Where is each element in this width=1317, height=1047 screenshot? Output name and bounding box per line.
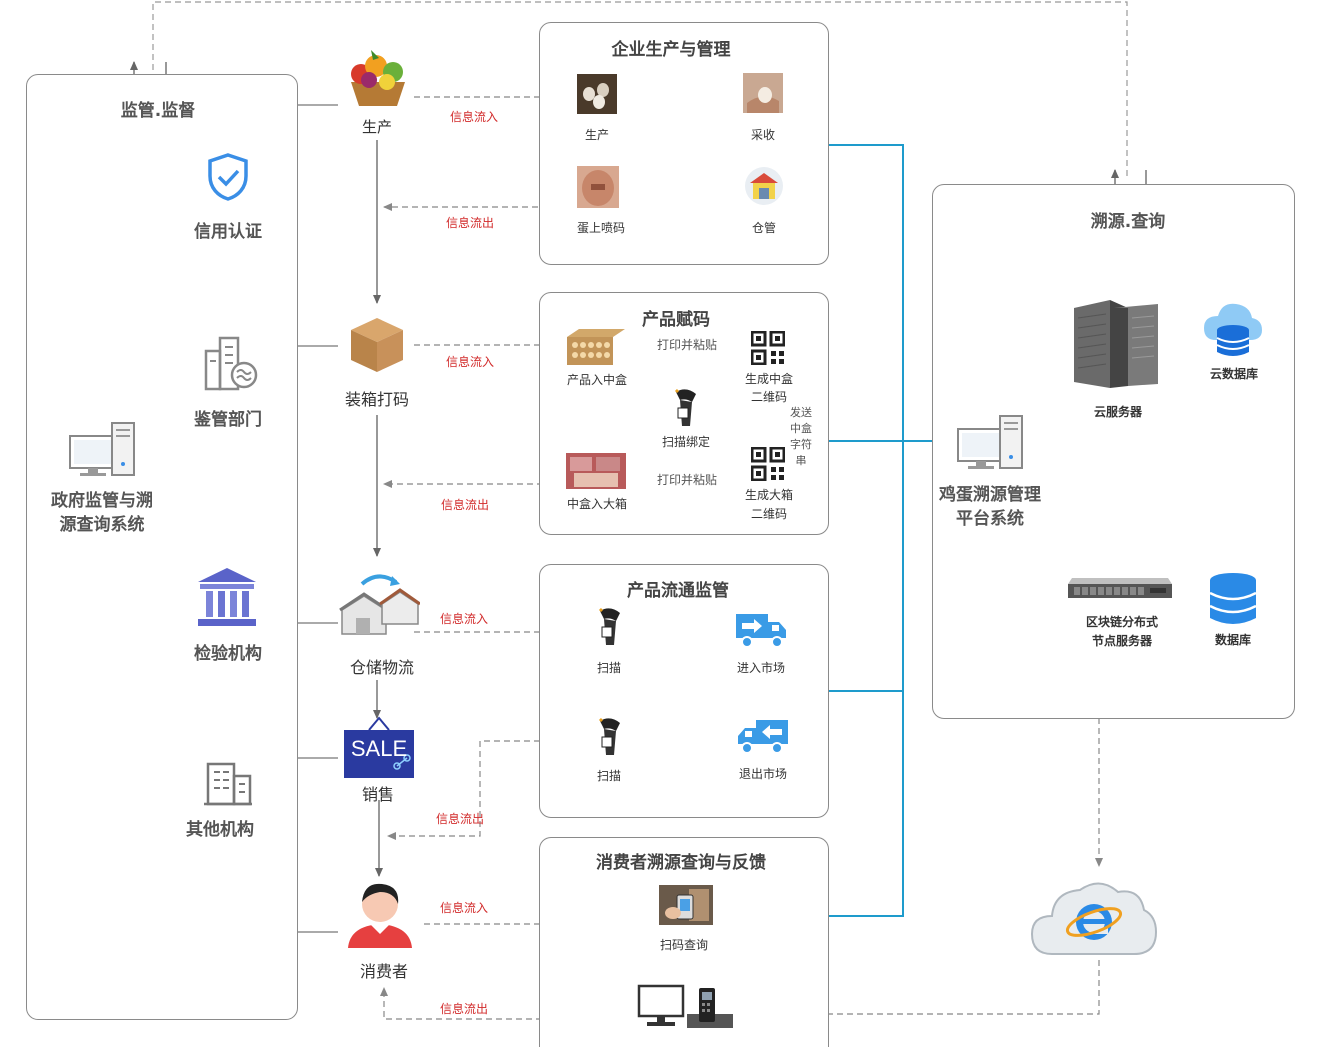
- blockchain-server-line2: 节点服务器: [1091, 634, 1152, 648]
- left-supervision-panel: [26, 74, 298, 1020]
- circulation-panel: [539, 564, 829, 818]
- cloud-database-label: 云数据库: [1209, 367, 1258, 381]
- cardboard-box-icon: [351, 318, 403, 372]
- other-org-label: 其他机构: [186, 820, 254, 840]
- carton-stack-photo: [566, 453, 626, 489]
- product-to-box-label: 产品入中盒: [566, 373, 627, 387]
- flow-out-production: 信息流出: [446, 216, 495, 230]
- stage-logistics-label: 仓储物流: [349, 658, 414, 677]
- cloud-server-label: 云服务器: [1093, 405, 1142, 419]
- left-panel-title: 监管.监督: [120, 101, 196, 121]
- enterprise-step-warehouse: 仓管: [751, 221, 776, 235]
- database-label: 数据库: [1214, 633, 1251, 647]
- eggs-nest-photo: [577, 74, 617, 114]
- scanner-icon: [674, 388, 696, 426]
- carton-qr-code-icon: [751, 447, 785, 481]
- stage-flow-arrows: [373, 140, 383, 877]
- right-panel-title: 溯源.查询: [1090, 212, 1166, 232]
- blockchain-server-icon: [1068, 578, 1172, 598]
- exit-market-label: 退出市场: [738, 767, 787, 781]
- egg-carton-photo: [567, 329, 625, 365]
- shield-check-icon: [208, 153, 248, 201]
- stage-boxing-label: 装箱打码: [344, 390, 409, 409]
- scan-exit-label: 扫描: [596, 769, 621, 783]
- scanner-icon-enter: [598, 607, 620, 645]
- phone-scan-photo: [659, 885, 713, 925]
- gen-box-code-line1: 生成中盒: [744, 372, 793, 386]
- building-icon: [204, 336, 258, 391]
- database-icon: [1209, 573, 1257, 624]
- coding-panel-title: 产品赋码: [642, 310, 710, 330]
- egg-print-photo: [577, 166, 619, 208]
- top-loop-connector: [152, 1, 1128, 180]
- flow-out-sales: 信息流出: [436, 812, 485, 826]
- gov-system-line1: 政府监管与溯: [51, 491, 153, 511]
- scan-bind-label: 扫描绑定: [661, 435, 710, 449]
- enterprise-panel: [539, 22, 829, 265]
- print-paste-label-2: 打印并粘贴: [657, 473, 718, 487]
- consumer-avatar-icon: [348, 883, 412, 948]
- gen-carton-code-line1: 生成大箱: [744, 488, 793, 502]
- cloud-database-icon: [1204, 303, 1262, 356]
- flow-in-consumer: 信息流入: [440, 901, 489, 915]
- send-string-2: 中盒: [790, 422, 812, 435]
- warehouse-transfer-icon: [339, 574, 420, 635]
- enter-market-label: 进入市场: [736, 661, 785, 675]
- scan-enter-label: 扫描: [596, 661, 621, 675]
- gen-carton-code-line2: 二维码: [750, 507, 787, 521]
- platform-computer-icon: [957, 415, 1023, 469]
- cloud-server-icon: [1074, 300, 1158, 388]
- box-to-carton-label: 中盒入大箱: [566, 497, 627, 511]
- enterprise-step-egg-print: 蛋上喷码: [576, 221, 625, 235]
- send-string-4: 串: [795, 454, 807, 467]
- consumer-panel-title: 消费者溯源查询与反馈: [596, 853, 766, 873]
- flow-in-logistics: 信息流入: [440, 612, 489, 626]
- gov-system-line2: 源查询系统: [59, 515, 145, 535]
- platform-system-line2: 平台系统: [956, 509, 1024, 529]
- sale-sign-icon: [344, 716, 414, 778]
- pc-phone-icon: [637, 984, 733, 1028]
- circulation-panel-title: 产品流通监管: [627, 581, 729, 601]
- flow-in-production: 信息流入: [450, 110, 499, 124]
- blockchain-server-line1: 区块链分布式: [1085, 615, 1158, 629]
- credit-cert-label: 信用认证: [194, 222, 262, 242]
- truck-exit-icon: [738, 720, 788, 754]
- warehouse-icon: [745, 167, 783, 205]
- truck-enter-icon: [736, 614, 786, 648]
- stage-consumer-label: 消费者: [359, 962, 408, 981]
- office-building-icon: [204, 762, 252, 806]
- computer-icon: [69, 422, 135, 476]
- institution-icon: [198, 568, 256, 626]
- stage-production-label: 生产: [361, 118, 392, 136]
- send-string-1: 发送: [790, 406, 812, 419]
- supervision-dept-label: 鉴管部门: [194, 410, 262, 430]
- internet-cloud-icon: [1030, 882, 1158, 955]
- enterprise-step-production: 生产: [584, 128, 609, 142]
- inspection-org-label: 检验机构: [194, 644, 262, 664]
- enterprise-step-harvest: 采收: [750, 128, 775, 142]
- produce-basket-icon: [351, 50, 405, 106]
- platform-system-line1: 鸡蛋溯源管理: [939, 485, 1041, 505]
- flow-in-boxing: 信息流入: [446, 355, 495, 369]
- flow-out-boxing: 信息流出: [441, 498, 490, 512]
- flow-out-consumer: 信息流出: [440, 1002, 489, 1016]
- sale-sign-text: SALE: [350, 736, 408, 761]
- box-qr-code-icon: [751, 331, 785, 365]
- scanner-icon-exit: [598, 717, 620, 755]
- stage-sales-label: 销售: [361, 785, 394, 804]
- egg-harvest-photo: [743, 73, 783, 113]
- scan-query-label: 扫码查询: [659, 938, 708, 952]
- left-to-stage-lines: [298, 104, 338, 933]
- enterprise-panel-title: 企业生产与管理: [611, 40, 731, 60]
- print-paste-label-1: 打印并粘贴: [657, 338, 718, 352]
- send-string-3: 字符: [790, 438, 812, 451]
- gen-box-code-line2: 二维码: [750, 390, 787, 404]
